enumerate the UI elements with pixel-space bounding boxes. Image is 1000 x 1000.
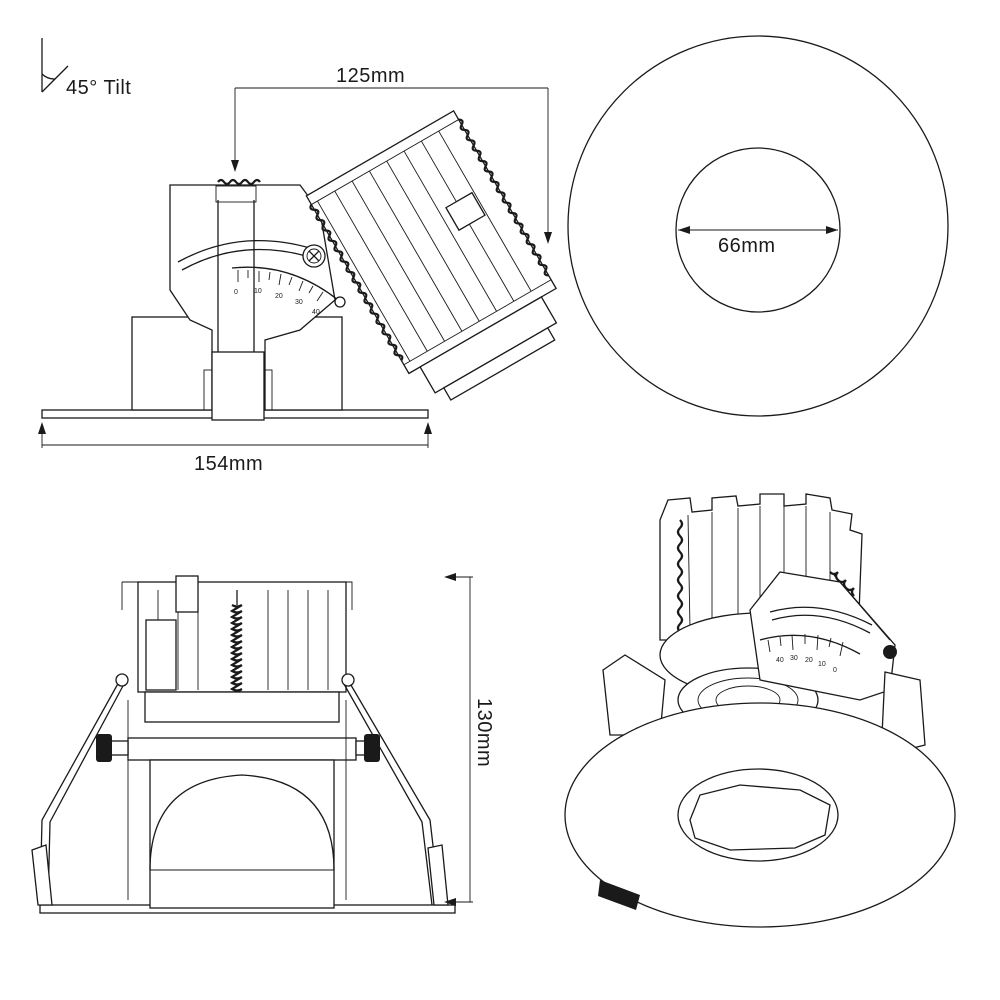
front-yoke (127, 737, 357, 761)
tilt-icon-arc (41, 73, 56, 80)
iso-bracket: 40 30 20 10 0 (749, 571, 926, 751)
dimension-66mm: 66mm (678, 226, 838, 257)
side-tick-20: 20 (275, 293, 283, 300)
iso-view: 40 30 20 10 0 (564, 493, 956, 928)
dimension-130mm: 130mm (444, 573, 495, 906)
bottom-view: 66mm (567, 35, 949, 417)
side-tilt-slot (177, 240, 311, 263)
iso-bottom-clip (598, 880, 640, 910)
dimension-125mm-label: 125mm (336, 65, 405, 87)
side-tick-10: 10 (254, 288, 262, 295)
front-cable-gland (175, 575, 199, 613)
dimension-66mm-label: 66mm (718, 235, 776, 257)
front-collar (144, 691, 340, 723)
iso-left-clip (602, 654, 666, 736)
front-right-knob-icon (355, 734, 380, 762)
side-tick-40: 40 (312, 309, 320, 316)
side-tilted-heatsink (305, 110, 558, 401)
side-bracket-spring (215, 178, 261, 352)
side-tilt-scale: 0 10 20 30 40 (231, 266, 339, 316)
side-view: 125mm (38, 65, 558, 475)
front-left-knob-icon (96, 734, 129, 762)
cutout-circle (675, 147, 841, 313)
side-tick-0: 0 (234, 289, 238, 296)
front-view: 130mm (31, 573, 495, 914)
front-reflector-arc (149, 774, 335, 871)
tilt-label: 45° Tilt (66, 77, 131, 99)
iso-tick-0: 0 (833, 667, 837, 674)
dimension-154mm: 154mm (38, 422, 432, 475)
side-adjust-screw-icon (302, 244, 326, 268)
iso-screw-icon (883, 645, 897, 659)
front-body (149, 759, 335, 909)
iso-tick-40: 40 (776, 657, 784, 664)
iso-tick-10: 10 (818, 661, 826, 668)
side-tick-30: 30 (295, 299, 303, 306)
dimension-125mm: 125mm (231, 65, 552, 244)
tilt-indicator: 45° Tilt (41, 38, 131, 99)
iso-aperture (677, 768, 839, 862)
dimension-130mm-label: 130mm (473, 698, 495, 767)
side-clip (211, 351, 265, 421)
iso-tick-30: 30 (790, 655, 798, 662)
trim-outer-circle (567, 35, 949, 417)
dimension-154mm-label: 154mm (194, 453, 263, 475)
side-pivot (334, 296, 346, 308)
front-right-clip (347, 679, 441, 906)
iso-tick-20: 20 (805, 657, 813, 664)
